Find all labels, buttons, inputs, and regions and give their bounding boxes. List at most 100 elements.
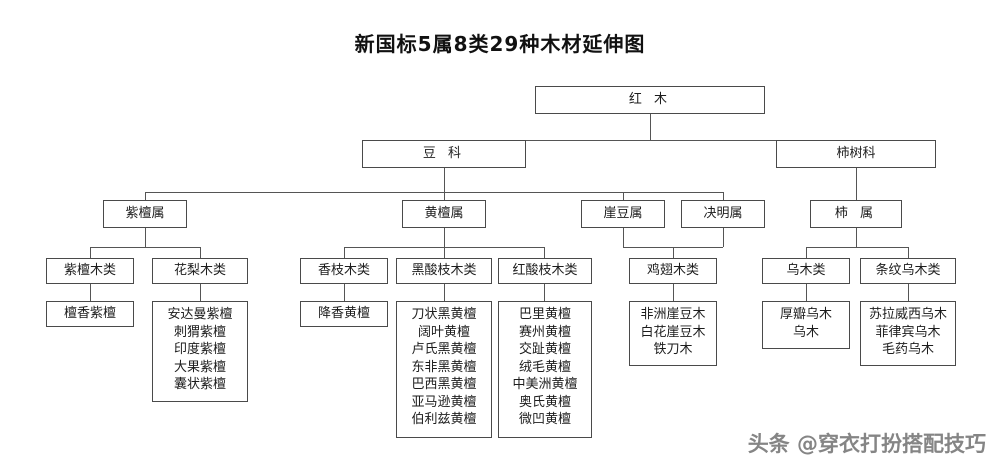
node-species-huali[interactable]: 安达曼紫檀 刺猬紫檀 印度紫檀 大果紫檀 囊状紫檀 bbox=[152, 301, 248, 402]
node-category-hongsuanzhi-label: 红酸枝木类 bbox=[512, 263, 578, 278]
connector-cat-bus-diospyros bbox=[806, 247, 908, 248]
species-item: 苏拉威西乌木 bbox=[868, 307, 947, 322]
connector-fabaceae-down bbox=[444, 168, 445, 192]
node-genus-diospyros-label: 柿 属 bbox=[834, 206, 878, 221]
node-species-xiangzhi[interactable]: 降香黄檀 bbox=[300, 301, 388, 327]
node-category-wumu[interactable]: 乌木类 bbox=[762, 258, 850, 284]
node-category-heisuanzhi[interactable]: 黑酸枝木类 bbox=[396, 258, 492, 284]
connector-dalbergia-down bbox=[444, 228, 445, 247]
connector-to-zitan bbox=[90, 247, 91, 258]
node-genus-millettia[interactable]: 崖豆属 bbox=[581, 200, 665, 228]
node-species-zitan[interactable]: 檀香紫檀 bbox=[46, 301, 134, 327]
node-category-hongsuanzhi[interactable]: 红酸枝木类 bbox=[498, 258, 592, 284]
watermark: 头条 @穿衣打扮搭配技巧 bbox=[747, 432, 986, 456]
connector-to-wumu bbox=[806, 247, 807, 258]
node-genus-cassia[interactable]: 决明属 bbox=[681, 200, 765, 228]
species-item: 阔叶黄檀 bbox=[417, 324, 470, 340]
connector-xiangzhi-down bbox=[344, 284, 345, 301]
species-item: 刀状黑黄檀 bbox=[411, 307, 477, 322]
species-item: 毛药乌木 bbox=[881, 342, 934, 357]
node-family-ebenaceae-label: 柿树科 bbox=[836, 146, 876, 161]
connector-family-bus bbox=[444, 140, 856, 141]
node-category-tiaowenwumu[interactable]: 条纹乌木类 bbox=[860, 258, 956, 284]
species-item: 巴里黄檀 bbox=[518, 307, 571, 322]
species-item: 绒毛黄檀 bbox=[518, 359, 571, 375]
node-genus-millettia-label: 崖豆属 bbox=[603, 206, 643, 221]
node-category-zitan[interactable]: 紫檀木类 bbox=[46, 258, 134, 284]
connector-to-millettia bbox=[623, 192, 624, 202]
node-root-hongmu[interactable]: 红 木 bbox=[535, 86, 765, 114]
node-species-wumu[interactable]: 厚瓣乌木 乌木 bbox=[762, 301, 850, 349]
node-family-fabaceae[interactable]: 豆 科 bbox=[362, 140, 526, 168]
species-item: 降香黄檀 bbox=[317, 306, 370, 322]
node-category-huali-label: 花梨木类 bbox=[173, 263, 226, 278]
connector-zitan-down bbox=[90, 284, 91, 301]
node-genus-dalbergia[interactable]: 黄檀属 bbox=[402, 200, 486, 228]
species-item: 印度紫檀 bbox=[173, 342, 226, 357]
species-item: 巴西黑黄檀 bbox=[411, 377, 477, 392]
node-species-hongsuanzhi[interactable]: 巴里黄檀 赛州黄檀 交趾黄檀 绒毛黄檀 中美洲黄檀 奥氏黄檀 微凹黄檀 bbox=[498, 301, 592, 438]
species-item: 东非黑黄檀 bbox=[411, 359, 477, 375]
connector-cat-bus-pterocarpus bbox=[90, 247, 200, 248]
connector-genus-bus-left bbox=[145, 192, 723, 193]
connector-diospyros-down bbox=[856, 228, 857, 247]
node-genus-cassia-label: 决明属 bbox=[703, 206, 743, 221]
connector-to-heisuanzhi bbox=[444, 247, 445, 258]
node-species-heisuanzhi[interactable]: 刀状黑黄檀 阔叶黄檀 卢氏黑黄檀 东非黑黄檀 巴西黑黄檀 亚马逊黄檀 伯利兹黄檀 bbox=[396, 301, 492, 438]
species-item: 檀香紫檀 bbox=[63, 306, 116, 322]
connector-hongsuanzhi-down bbox=[544, 284, 545, 301]
node-family-fabaceae-label: 豆 科 bbox=[422, 146, 466, 161]
node-category-xiangzhi-label: 香枝木类 bbox=[317, 263, 370, 278]
species-item: 厚瓣乌木 bbox=[779, 307, 832, 322]
species-item: 伯利兹黄檀 bbox=[411, 412, 477, 427]
species-item: 囊状紫檀 bbox=[173, 377, 226, 392]
connector-to-dalbergia bbox=[444, 192, 445, 202]
species-item: 白花崖豆木 bbox=[640, 324, 706, 340]
connector-pterocarpus-down bbox=[145, 228, 146, 247]
connector-to-pterocarpus bbox=[145, 192, 146, 202]
node-category-zitan-label: 紫檀木类 bbox=[63, 263, 116, 278]
species-item: 铁刀木 bbox=[653, 342, 693, 357]
connector-to-huali bbox=[200, 247, 201, 258]
connector-millettia-down bbox=[623, 228, 624, 247]
connector-to-jichi bbox=[673, 247, 674, 258]
node-category-heisuanzhi-label: 黑酸枝木类 bbox=[411, 263, 477, 278]
node-genus-dalbergia-label: 黄檀属 bbox=[424, 206, 464, 221]
node-species-tiaowenwumu[interactable]: 苏拉威西乌木 菲律宾乌木 毛药乌木 bbox=[860, 301, 956, 366]
connector-huali-down bbox=[200, 284, 201, 301]
species-item: 非洲崖豆木 bbox=[640, 307, 706, 322]
node-category-huali[interactable]: 花梨木类 bbox=[152, 258, 248, 284]
node-genus-pterocarpus[interactable]: 紫檀属 bbox=[103, 200, 187, 228]
connector-cassia-down bbox=[723, 228, 724, 247]
connector-jichi-down bbox=[673, 284, 674, 301]
connector-ebenaceae-down bbox=[856, 168, 857, 202]
species-item: 安达曼紫檀 bbox=[167, 307, 233, 322]
connector-wumu-down bbox=[806, 284, 807, 301]
connector-to-xiangzhi bbox=[344, 247, 345, 258]
node-category-xiangzhi[interactable]: 香枝木类 bbox=[300, 258, 388, 284]
node-genus-diospyros[interactable]: 柿 属 bbox=[810, 200, 902, 228]
node-family-ebenaceae[interactable]: 柿树科 bbox=[776, 140, 936, 168]
node-species-jichi[interactable]: 非洲崖豆木 白花崖豆木 铁刀木 bbox=[629, 301, 717, 366]
node-category-tiaowenwumu-label: 条纹乌木类 bbox=[875, 263, 941, 278]
node-category-jichi[interactable]: 鸡翅木类 bbox=[629, 258, 717, 284]
connector-heisuanzhi-down bbox=[444, 284, 445, 301]
species-item: 赛州黄檀 bbox=[518, 324, 571, 340]
page-title: 新国标5属8类29种木材延伸图 bbox=[354, 32, 646, 56]
node-root-label: 红 木 bbox=[628, 92, 672, 107]
species-item: 卢氏黑黄檀 bbox=[411, 342, 477, 357]
species-item: 中美洲黄檀 bbox=[512, 377, 578, 392]
connector-to-cassia bbox=[723, 192, 724, 202]
connector-to-tiaowenwumu bbox=[908, 247, 909, 258]
species-item: 大果紫檀 bbox=[173, 359, 226, 375]
species-item: 刺猬紫檀 bbox=[173, 324, 226, 340]
species-item: 乌木 bbox=[792, 324, 819, 340]
connector-to-hongsuanzhi bbox=[544, 247, 545, 258]
node-category-jichi-label: 鸡翅木类 bbox=[646, 263, 699, 278]
species-item: 交趾黄檀 bbox=[518, 342, 571, 357]
connector-tiaowenwumu-down bbox=[908, 284, 909, 301]
species-item: 奥氏黄檀 bbox=[518, 394, 571, 410]
species-item: 微凹黄檀 bbox=[518, 412, 571, 427]
connector-root-down bbox=[650, 114, 651, 140]
